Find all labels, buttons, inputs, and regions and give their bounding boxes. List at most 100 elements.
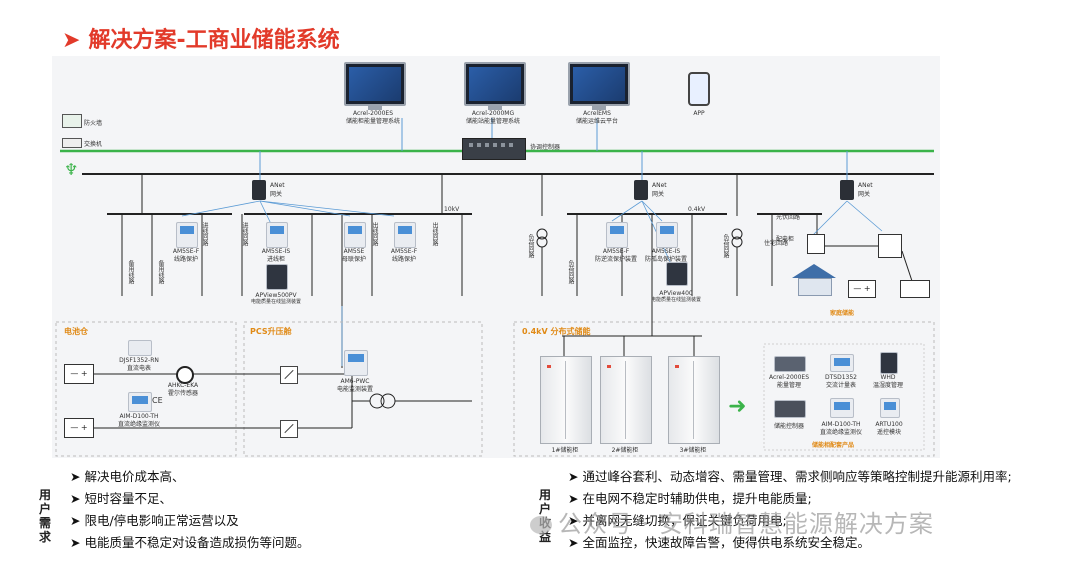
- feeder-label: 进线回路: [201, 222, 208, 246]
- system-name: APP: [693, 110, 705, 117]
- gateway-icon: [840, 180, 854, 200]
- system-monitor-icon: [464, 62, 526, 110]
- wechat-icon: [530, 516, 552, 534]
- pcs-converter-icon: [280, 420, 298, 438]
- gateway-icon: [252, 180, 266, 200]
- accessory-desc: 遥控模块: [876, 429, 902, 436]
- hall-sensor-icon: [176, 366, 194, 384]
- solar-inverter-icon: [900, 280, 930, 298]
- energy-manager-icon: [774, 356, 806, 372]
- meter-name: APView500PV: [255, 292, 297, 299]
- feeder-label: 备用线路: [157, 260, 164, 284]
- arrow-right-icon: ➜: [728, 394, 747, 419]
- panel-title-pcs: PCS升压舱: [250, 327, 292, 336]
- protection-relay-icon: [656, 222, 678, 248]
- panel-title-distributed: 0.4kV 分布式储能: [522, 327, 591, 336]
- device-name: AM5SE-IS: [651, 248, 681, 255]
- battery-icon: — +: [848, 280, 876, 298]
- feeder-label: 出线回路: [431, 222, 438, 246]
- feeder-label: 进线回路: [241, 222, 248, 246]
- home-storage-title: 家庭储能: [830, 310, 855, 317]
- gateway-name: ANet: [270, 182, 285, 189]
- feeder-label: 光伏回路: [776, 214, 801, 221]
- voltage-label: 0.4kV: [688, 206, 706, 213]
- switch-icon: [62, 138, 82, 148]
- accessory-name: ARTU100: [875, 421, 903, 428]
- accessory-desc: 交流计量表: [825, 382, 857, 389]
- protection-relay-icon: [606, 222, 628, 248]
- list-item: 全面监控，快速故障告警，使得供电系统安全稳定。: [568, 532, 1012, 554]
- device-name: AIM-D100-TH: [119, 413, 159, 420]
- list-item: 短时容量不足、: [70, 488, 309, 510]
- accessory-name: DTSD1352: [825, 374, 857, 381]
- system-diagram: 防火墙 交换机 ♆ Acrel-2000ES 储能柜能量管理系统 Acrel-2…: [52, 56, 940, 458]
- system-monitor-icon: [344, 62, 406, 110]
- meter-desc: 电能质量在线监测装置: [250, 299, 302, 305]
- device-desc: 防逆流保护装置: [594, 256, 638, 263]
- power-quality-meter-icon: [666, 262, 688, 286]
- accessory-name: WHD: [880, 374, 896, 381]
- storage-cabinet-icon: [668, 356, 720, 444]
- cabinet-label: 1#储能柜: [551, 447, 579, 454]
- user-needs-heading: 用户需求: [38, 488, 51, 544]
- list-item: 并离网无缝切换，保证关键负荷用电;: [568, 510, 1012, 532]
- rtu-module-icon: [880, 398, 900, 418]
- dc-meter-icon: [128, 340, 152, 356]
- accessory-name: 储能控制器: [773, 423, 805, 430]
- accessory-name: Acrel-2000ES: [768, 374, 810, 381]
- firewall-label: 防火墙: [84, 120, 103, 127]
- inverter-icon: [878, 234, 902, 258]
- system-desc: 储能运维云平台: [575, 118, 619, 125]
- device-name: AM5SE-F: [390, 248, 418, 255]
- meter-name: APView400: [659, 290, 693, 297]
- device-desc: 母联保护: [341, 256, 367, 263]
- feeder-label: 备用线路: [127, 260, 134, 284]
- feeder-label: 负荷回路: [527, 234, 534, 258]
- system-desc: 储能柜能量管理系统: [345, 118, 401, 125]
- user-needs-list: 解决电价成本高、 短时容量不足、 限电/停电影响正常运营以及 电能质量不稳定对设…: [70, 466, 309, 554]
- power-quality-meter-icon: [266, 264, 288, 290]
- storage-controller-icon: [774, 400, 806, 418]
- gateway-icon: [634, 180, 648, 200]
- accessory-desc: 温湿度管理: [872, 382, 904, 389]
- protection-relay-icon: [266, 222, 288, 248]
- list-item: 限电/停电影响正常运营以及: [70, 510, 309, 532]
- cabinet-label: 3#储能柜: [679, 447, 707, 454]
- temp-humidity-icon: [880, 352, 898, 374]
- pcs-converter-icon: [280, 366, 298, 384]
- feeder-label: 负荷回路: [567, 260, 574, 284]
- cabinet-label: 2#储能柜: [611, 447, 639, 454]
- gateway-desc: 网关: [652, 191, 665, 198]
- system-monitor-icon: [568, 62, 630, 110]
- diagram-wiring: [55, 118, 935, 457]
- house-icon: [792, 264, 836, 296]
- device-name: DJSF1352-RN: [119, 357, 159, 364]
- device-desc: 线路保护: [173, 256, 199, 263]
- device-desc: 防孤岛保护装置: [644, 256, 688, 263]
- accessory-desc: 能量管理: [776, 382, 802, 389]
- device-name: AM5SE-F: [172, 248, 200, 255]
- feeder-label: 出线回路: [371, 222, 378, 246]
- list-item: 解决电价成本高、: [70, 466, 309, 488]
- ce-mark-icon: CE: [152, 396, 163, 405]
- meter-desc: 电能质量在线监测装置: [650, 297, 702, 303]
- device-desc: 直流电表: [126, 365, 152, 372]
- panel-title-battery: 电池仓: [64, 327, 88, 336]
- switch-label: 交换机: [84, 141, 103, 148]
- device-desc: 电能监测装置: [336, 386, 374, 393]
- gateway-name: ANet: [858, 182, 873, 189]
- watermark-text: 公众号 · 安科瑞智慧能源解决方案: [558, 510, 934, 538]
- power-monitor-icon: [344, 350, 368, 376]
- page-title: ➤解决方案-工商业储能系统: [62, 22, 340, 54]
- meter-box-icon: [807, 234, 825, 254]
- device-name: AM5SE-F: [602, 248, 630, 255]
- ac-meter-icon: [830, 354, 854, 372]
- coordinator-label: 协调控制器: [530, 144, 561, 151]
- title-arrow-icon: ➤: [62, 28, 81, 53]
- system-name: Acrel-2000MG: [471, 110, 515, 117]
- accessory-desc: 直流绝缘监测仪: [819, 429, 863, 436]
- coordinator-device: [462, 138, 526, 160]
- device-name: AHKC-EKA: [167, 382, 199, 389]
- storage-cabinet-icon: [600, 356, 652, 444]
- list-item: 电能质量不稳定对设备造成损伤等问题。: [70, 532, 309, 554]
